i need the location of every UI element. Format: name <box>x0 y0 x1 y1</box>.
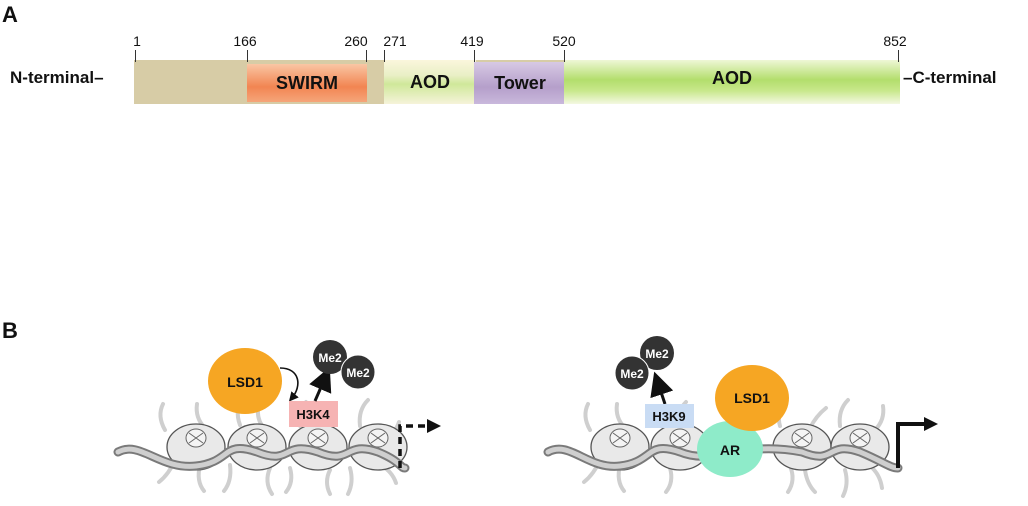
tick-mark <box>474 50 475 62</box>
ar-protein: AR <box>697 421 763 477</box>
swirm-domain: SWIRM <box>247 64 367 102</box>
position-label: 271 <box>383 33 407 49</box>
tick-mark <box>384 50 385 62</box>
me2-left-b: Me2 <box>346 366 370 380</box>
lsd1-right: LSD1 <box>715 365 789 431</box>
position-label: 166 <box>233 33 257 49</box>
me2-left-a: Me2 <box>318 351 342 365</box>
h3k9-box <box>645 404 694 428</box>
position-label: 852 <box>883 33 907 49</box>
position-label: 520 <box>552 33 576 49</box>
h3k4-box <box>289 401 338 427</box>
chromatin-right <box>543 398 938 498</box>
tick-mark <box>898 50 899 62</box>
ar-label: AR <box>720 442 740 458</box>
me2-right: Me2 Me2 <box>614 336 674 391</box>
lsd1-left: LSD1 <box>208 348 282 414</box>
methyl-arrow-right <box>650 371 674 405</box>
tick-mark <box>564 50 565 62</box>
n-terminal-label: N-terminal– <box>10 68 104 87</box>
h3k9-label: H3K9 <box>652 409 685 424</box>
me2-right-b: Me2 <box>620 367 644 381</box>
tower-domain: Tower <box>474 62 566 104</box>
c-terminal-label: –C-terminal <box>903 68 997 87</box>
demethylation-arrow-left <box>279 367 299 402</box>
aod-domain-1: AOD <box>384 60 476 104</box>
tick-mark <box>366 50 367 62</box>
position-label: 1 <box>133 33 141 49</box>
me2-left: Me2 Me2 <box>313 340 376 390</box>
chromatin-left <box>113 395 441 496</box>
panel-label-a: A <box>2 2 18 27</box>
lsd1-left-label: LSD1 <box>227 374 263 390</box>
tick-mark <box>247 50 248 62</box>
panel-label-b: B <box>2 318 18 343</box>
aod-domain-2: AOD <box>564 60 900 104</box>
me2-right-a: Me2 <box>645 347 669 361</box>
lsd1-right-label: LSD1 <box>734 390 770 406</box>
h3k4-label: H3K4 <box>296 407 330 422</box>
tick-mark <box>135 50 136 62</box>
position-label: 419 <box>460 33 484 49</box>
methyl-arrow-left <box>309 366 332 402</box>
position-label: 260 <box>344 33 368 49</box>
